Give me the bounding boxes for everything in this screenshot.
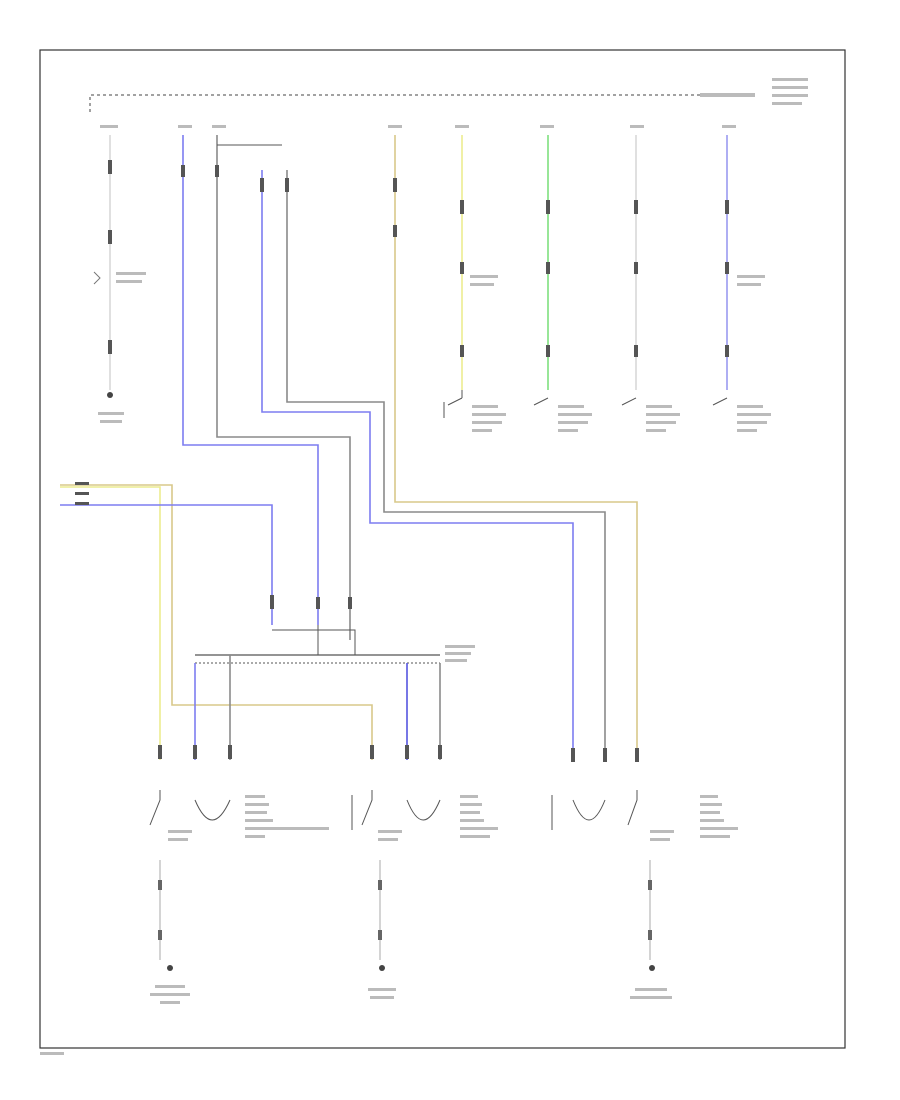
diagram-frame [39,49,846,1049]
wire-yellow-switch [460,135,498,390]
wire-blue-left [181,135,320,625]
lower-right-module-labels [630,795,738,999]
footer-reference-mark [40,1052,64,1055]
lower-left-module [149,790,231,971]
wire-green-switch [546,135,550,390]
lower-left-module-labels [150,795,329,1004]
lower-right-module [551,790,655,971]
lower-center-module [351,790,441,971]
top-connector-tags [100,125,736,128]
top-right-legend-block [700,78,808,105]
wire-lamp-left [93,135,146,423]
wire-blue-long [260,170,575,762]
lower-center-module-labels [368,795,498,999]
left-input-wires [60,482,373,760]
top-dashed-bus [89,94,700,112]
wire-tan-center [393,135,639,762]
wire-gray-long [285,170,607,762]
junction-branches [158,655,442,760]
junction-block [195,625,475,664]
wire-violet-switch [725,135,765,390]
switch-symbols-top [443,390,728,418]
wire-gray-left [215,135,352,640]
lower-plug-marks [158,880,652,940]
wire-white-switch [634,135,638,390]
switch-label-blocks-top [472,405,771,432]
